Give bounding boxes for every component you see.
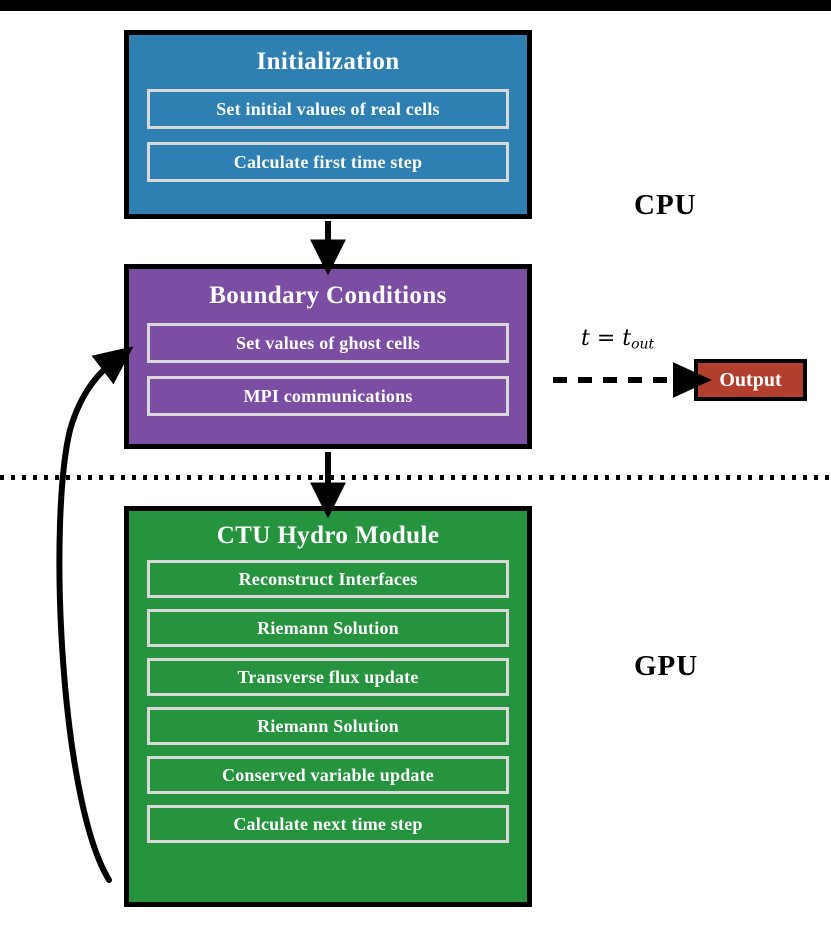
output-node[interactable]: Output: [694, 359, 807, 401]
substep-set-initial-values[interactable]: Set initial values of real cells: [147, 89, 509, 129]
substep-riemann-solution-2[interactable]: Riemann Solution: [147, 707, 509, 745]
substep-reconstruct-interfaces[interactable]: Reconstruct Interfaces: [147, 560, 509, 598]
stage-box-initialization[interactable]: Initialization Set initial values of rea…: [124, 30, 532, 219]
substep-calculate-first-time-step[interactable]: Calculate first time step: [147, 142, 509, 182]
stage-title-initialization: Initialization: [256, 48, 400, 75]
substep-riemann-solution-1[interactable]: Riemann Solution: [147, 609, 509, 647]
stage-title-boundary-conditions: Boundary Conditions: [209, 282, 447, 309]
top-black-bar: [0, 0, 831, 11]
substep-mpi-communications[interactable]: MPI communications: [147, 376, 509, 416]
edge-label-equals: =: [589, 326, 623, 351]
stage-title-ctu-hydro-module: CTU Hydro Module: [216, 522, 440, 549]
edge-label-t-equals-t-out: t = tout: [581, 326, 654, 353]
substep-transverse-flux-update[interactable]: Transverse flux update: [147, 658, 509, 696]
stage-box-boundary-conditions[interactable]: Boundary Conditions Set values of ghost …: [124, 264, 532, 449]
substep-conserved-variable-update[interactable]: Conserved variable update: [147, 756, 509, 794]
region-label-cpu: CPU: [634, 189, 697, 221]
substep-calculate-next-time-step[interactable]: Calculate next time step: [147, 805, 509, 843]
stage-box-ctu-hydro-module[interactable]: CTU Hydro Module Reconstruct Interfaces …: [124, 506, 532, 907]
edge-label-lhs: t: [581, 326, 590, 351]
arrow-ctu-to-boundary-conditions-feedback: [56, 346, 134, 883]
substep-set-values-of-ghost-cells[interactable]: Set values of ghost cells: [147, 323, 509, 363]
edge-label-rhs-subscript: out: [631, 336, 655, 353]
region-label-gpu: GPU: [634, 650, 699, 682]
edge-label-rhs-base: t: [622, 326, 632, 351]
